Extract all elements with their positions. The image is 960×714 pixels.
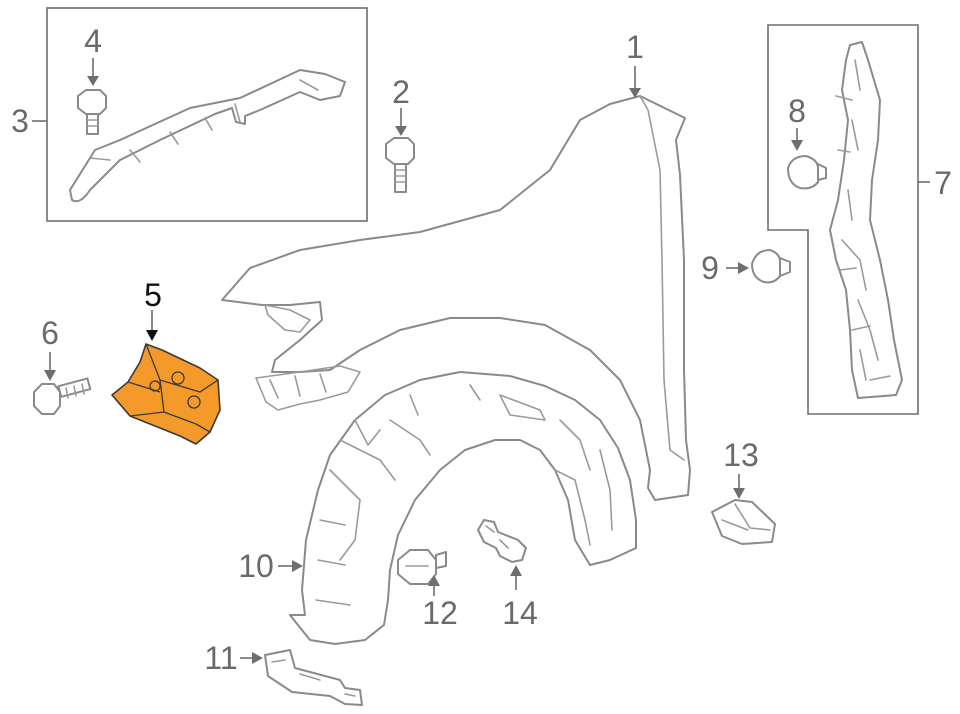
part-4-bolt[interactable] bbox=[77, 89, 107, 135]
callout-2: 2 bbox=[392, 74, 410, 110]
part-1-fender[interactable] bbox=[221, 95, 691, 501]
callout-8: 8 bbox=[788, 93, 806, 129]
part-12-clip[interactable] bbox=[397, 549, 447, 585]
arrowhead-12 bbox=[428, 575, 440, 586]
callout-10: 10 bbox=[238, 548, 274, 584]
part-8-clip[interactable] bbox=[787, 155, 827, 190]
callout-9: 9 bbox=[701, 250, 719, 286]
callout-4: 4 bbox=[84, 23, 102, 59]
arrowhead-5 bbox=[146, 330, 158, 341]
callout-3: 3 bbox=[11, 103, 29, 139]
arrowhead-1 bbox=[629, 88, 641, 98]
part-5-fender-bracket[interactable] bbox=[111, 343, 221, 445]
arrowhead-14 bbox=[510, 565, 522, 576]
callout-7: 7 bbox=[934, 165, 952, 201]
part-6-bolt[interactable] bbox=[33, 377, 92, 415]
part-14-screw[interactable] bbox=[477, 519, 527, 563]
callout-12: 12 bbox=[422, 595, 458, 631]
callout-6: 6 bbox=[41, 315, 59, 351]
callout-1: 1 bbox=[626, 29, 644, 65]
arrowhead-13 bbox=[733, 488, 745, 499]
group-box-3 bbox=[46, 7, 368, 222]
arrowhead-11 bbox=[252, 652, 263, 664]
callout-labels: 1 2 3 4 5 6 7 8 9 10 11 12 13 14 bbox=[11, 23, 952, 676]
arrowhead-2 bbox=[395, 126, 407, 136]
group-box-7 bbox=[767, 24, 919, 415]
arrowhead-4 bbox=[87, 76, 99, 86]
arrowhead-8 bbox=[791, 140, 803, 151]
part-10-fender-liner[interactable] bbox=[289, 371, 637, 645]
callout-13: 13 bbox=[723, 437, 759, 473]
callout-11: 11 bbox=[204, 640, 237, 676]
part-9-clip[interactable] bbox=[751, 249, 791, 284]
arrowhead-10 bbox=[292, 560, 303, 572]
part-7-fender-seal[interactable] bbox=[829, 41, 903, 399]
callout-5: 5 bbox=[144, 277, 162, 313]
arrowhead-9 bbox=[738, 262, 749, 274]
part-3-fender-bracket[interactable] bbox=[69, 69, 346, 203]
leader-lines bbox=[32, 58, 930, 664]
arrowhead-6 bbox=[44, 370, 56, 381]
part-11-bracket[interactable] bbox=[264, 649, 363, 706]
part-2-bolt[interactable] bbox=[385, 137, 415, 193]
part-13-clip[interactable] bbox=[711, 499, 776, 545]
callout-14: 14 bbox=[502, 595, 538, 631]
